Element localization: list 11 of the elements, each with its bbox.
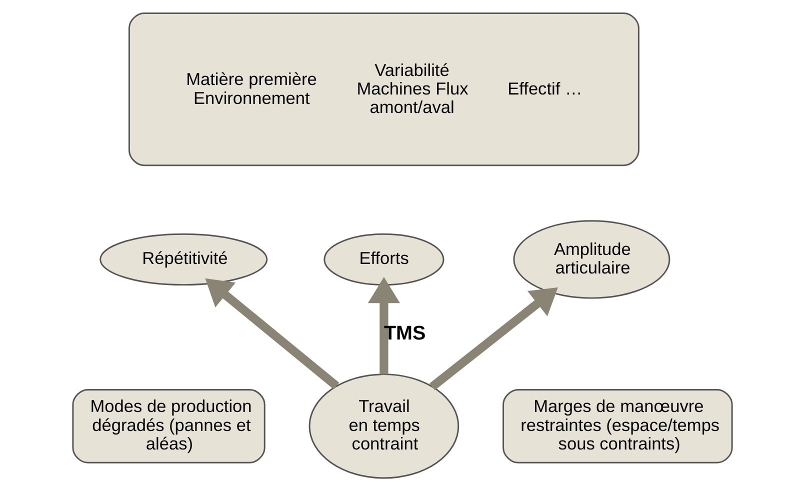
node-box: Matière première Environnement Variabilité Machines Flux amont/aval Effectif … bbox=[128, 12, 639, 166]
arrow bbox=[204, 278, 339, 390]
node-ellipse: Répétitivité bbox=[99, 233, 268, 286]
arrow bbox=[428, 287, 558, 390]
node-box: Modes de production dégradés (pannes et aléas) bbox=[72, 388, 265, 464]
node-ellipse: Travail en temps contraint bbox=[308, 374, 459, 479]
node-box: Marges de manœuvre restraintes (espace/temps sous contraints) bbox=[502, 388, 732, 464]
node-ellipse: Efforts bbox=[323, 233, 444, 286]
edge-label: TMS bbox=[383, 322, 426, 345]
arrow bbox=[367, 276, 400, 374]
node-ellipse: Amplitude articulaire bbox=[512, 220, 670, 299]
